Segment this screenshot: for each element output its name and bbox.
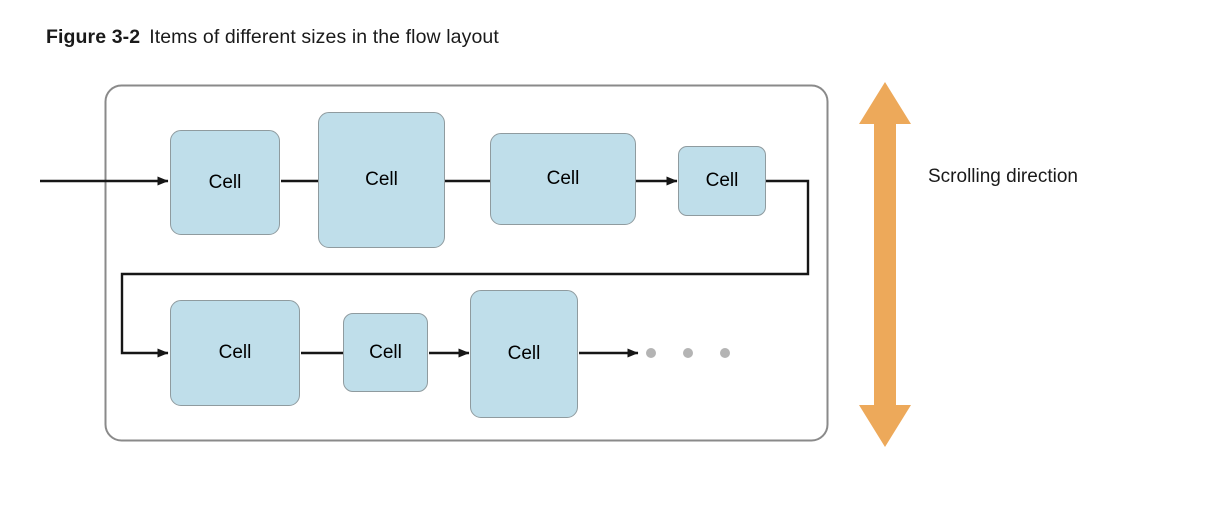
cell-row1-item3[interactable]: Cell [490,133,636,225]
cell-row2-item3[interactable]: Cell [470,290,578,418]
cell-label: Cell [705,170,739,191]
cell-label: Cell [369,341,402,363]
scrolling-direction-arrow [859,82,911,447]
ellipsis-dot-1 [646,348,656,358]
figure-caption: Figure 3-2 Items of different sizes in th… [46,26,499,49]
cell-label: Cell [365,169,398,190]
flow-layout-container [104,84,829,442]
cell-row1-item1[interactable]: Cell [170,130,280,235]
ellipsis-dot-2 [683,348,693,358]
cell-row1-item2[interactable]: Cell [318,112,445,248]
cell-label: Cell [218,342,252,363]
cell-row1-item4[interactable]: Cell [678,146,766,216]
cell-label: Cell [208,171,242,193]
cell-label: Cell [507,343,541,364]
figure-number: Figure 3-2 [46,26,141,48]
cell-row2-item1[interactable]: Cell [170,300,300,406]
scrolling-direction-label: Scrolling direction [928,166,1078,187]
figure-title: Items of different sizes in the flow lay… [149,26,499,48]
flow-wrap-around-path [120,179,810,358]
ellipsis-dot-3 [720,348,730,358]
cell-label: Cell [546,168,580,189]
cell-row2-item2[interactable]: Cell [343,313,428,392]
